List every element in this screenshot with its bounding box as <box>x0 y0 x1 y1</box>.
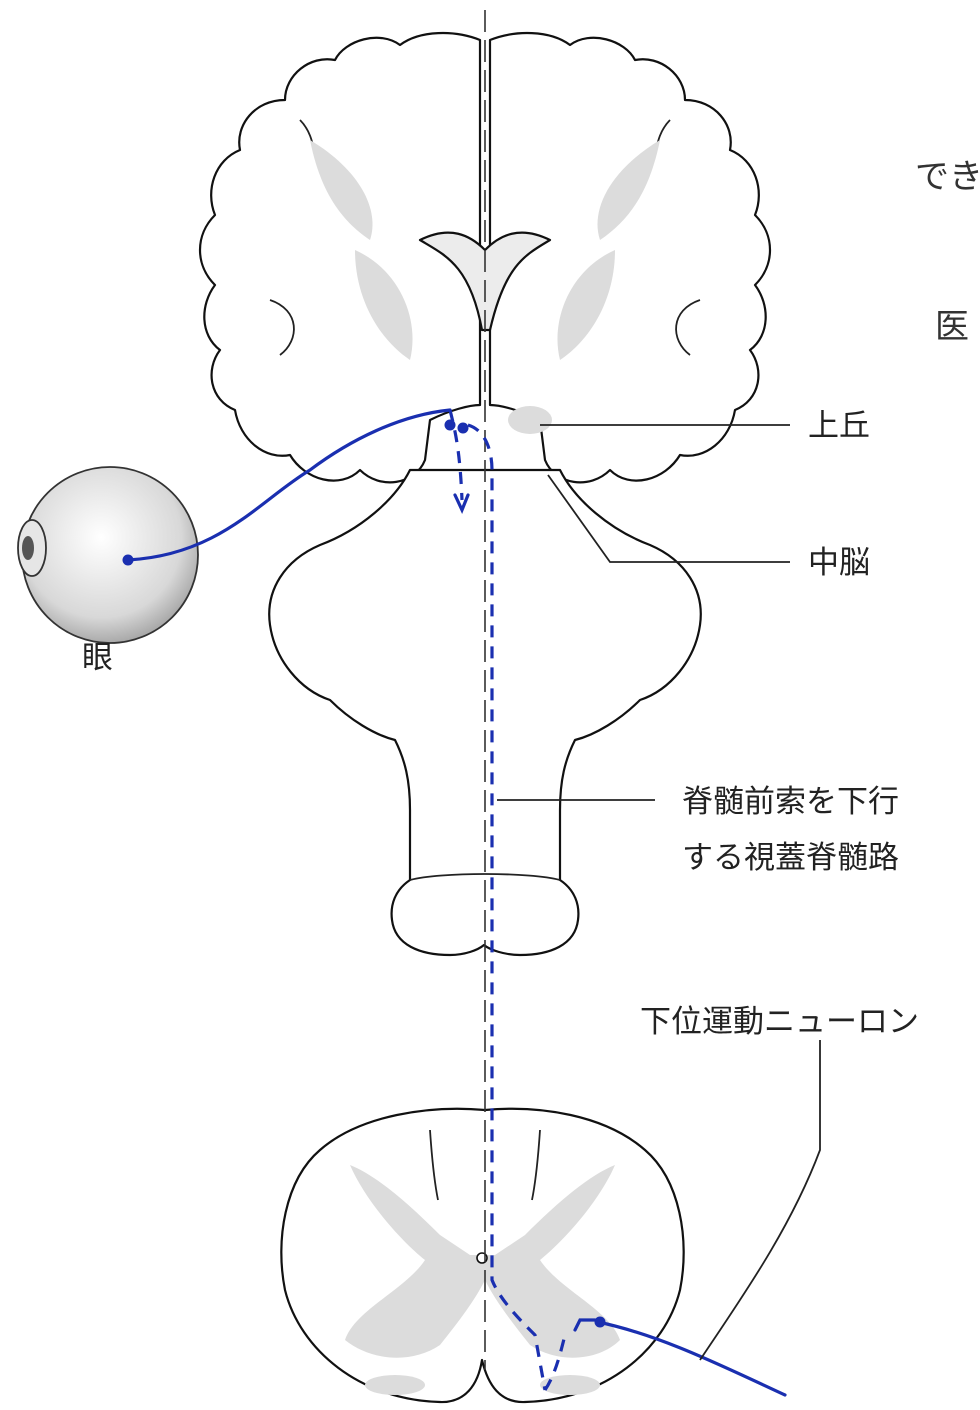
label-tract-line2: する視蓋脊髄路 <box>682 840 899 876</box>
right-hemisphere <box>488 32 772 484</box>
spinal-cord-section <box>280 1107 685 1404</box>
left-hemisphere <box>198 32 482 484</box>
label-midbrain: 中脳 <box>808 545 870 581</box>
label-eye: 眼 <box>82 640 113 676</box>
tectospinal-pathway <box>122 408 787 1397</box>
label-lower-motor-neuron: 下位運動ニューロン <box>640 1004 919 1040</box>
label-tract-line1: 脊髄前索を下行 <box>682 784 899 820</box>
label-superior-colliculus: 上丘 <box>808 408 870 444</box>
label-cropped-top: でき <box>915 157 980 197</box>
eye <box>17 466 199 644</box>
label-cropped-mid: 医 <box>935 307 969 347</box>
